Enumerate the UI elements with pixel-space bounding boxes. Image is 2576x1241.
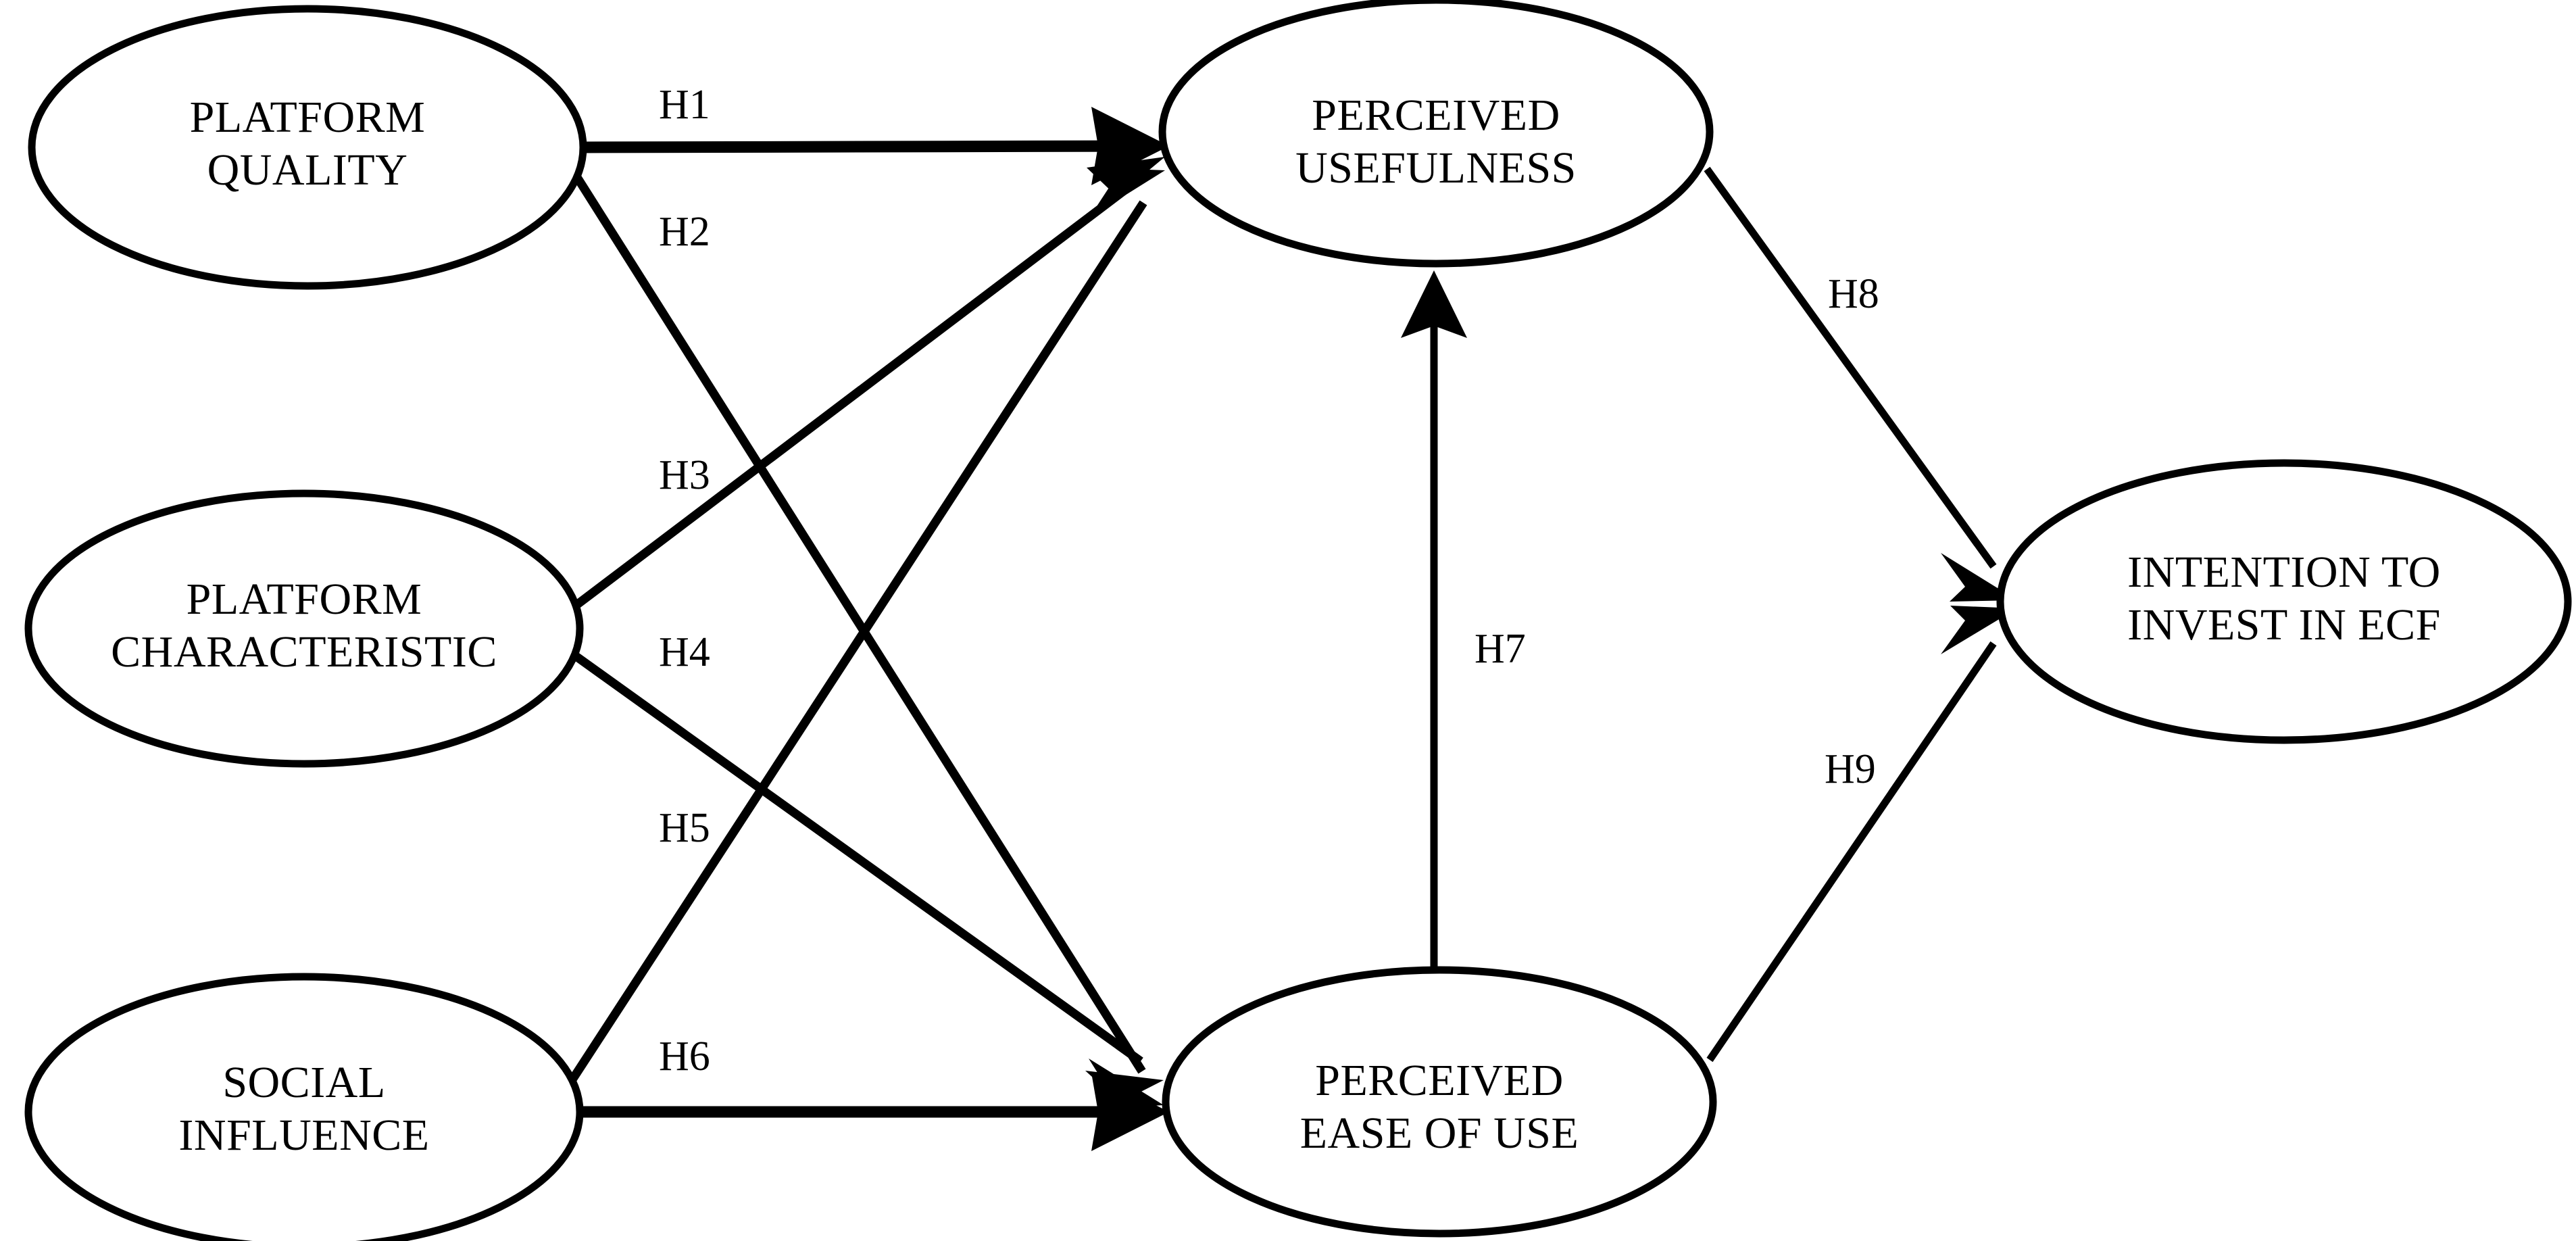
edge-h6 <box>580 1073 1169 1151</box>
platform-quality-label-line2: QUALITY <box>207 145 408 195</box>
edge-h9 <box>1706 606 2017 1063</box>
intention-to-invest-in-ecf-label-line2: INVEST IN ECF <box>2127 600 2441 650</box>
node-platform-quality[interactable]: PLATFORM QUALITY <box>28 5 587 290</box>
perceived-usefulness-label-line1: PERCEIVED <box>1312 91 1560 140</box>
platform-quality-label-line1: PLATFORM <box>190 93 426 142</box>
perceived-usefulness-label-line2: USEFULNESS <box>1295 143 1577 193</box>
edge-h5-line <box>564 200 1147 1090</box>
arrowhead-h7 <box>1401 270 1467 338</box>
social-influence-ellipse[interactable] <box>24 973 584 1241</box>
edge-h8 <box>1704 166 2017 602</box>
edge-label-h7: H7 <box>1475 626 1526 672</box>
edge-h4-line <box>565 646 1143 1065</box>
edge-label-h4: H4 <box>659 629 710 675</box>
perceived-ease-of-use-ellipse[interactable] <box>1162 966 1717 1238</box>
platform-quality-ellipse[interactable] <box>28 5 587 290</box>
arrowhead-h5 <box>1089 168 1165 218</box>
perceived-ease-of-use-label-line2: EASE OF USE <box>1300 1109 1579 1158</box>
edge-h8-line <box>1704 166 1997 569</box>
edge-label-h2: H2 <box>659 209 710 255</box>
edge-h3 <box>565 157 1165 616</box>
perceived-usefulness-ellipse[interactable] <box>1158 0 1714 268</box>
arrowhead-h9 <box>1941 606 2017 654</box>
edge-h4 <box>565 646 1164 1113</box>
intention-to-invest-in-ecf-ellipse[interactable] <box>1996 459 2572 744</box>
edge-label-h1: H1 <box>659 82 710 128</box>
edge-label-h8: H8 <box>1828 271 1879 317</box>
edge-label-h3: H3 <box>659 452 710 498</box>
edge-label-h5: H5 <box>659 805 710 851</box>
edge-h5 <box>564 168 1165 1090</box>
platform-characteristic-label-line1: PLATFORM <box>187 575 422 624</box>
edge-label-h6: H6 <box>659 1033 710 1079</box>
perceived-ease-of-use-label-line1: PERCEIVED <box>1315 1056 1564 1105</box>
node-intention-to-invest-in-ecf[interactable]: INTENTION TO INVEST IN ECF <box>1996 459 2572 744</box>
node-perceived-ease-of-use[interactable]: PERCEIVED EASE OF USE <box>1162 966 1717 1238</box>
node-social-influence[interactable]: SOCIAL INFLUENCE <box>24 973 584 1241</box>
node-platform-characteristic[interactable]: PLATFORM CHARACTERISTIC <box>24 489 584 768</box>
edge-h9-line <box>1706 641 1997 1063</box>
platform-characteristic-label-line2: CHARACTERISTIC <box>111 627 497 677</box>
edge-h2-line <box>567 165 1146 1074</box>
node-perceived-usefulness[interactable]: PERCEIVED USEFULNESS <box>1158 0 1714 268</box>
social-influence-label-line2: INFLUENCE <box>178 1111 429 1160</box>
arrowhead-h6 <box>1091 1073 1169 1151</box>
edge-label-h9: H9 <box>1825 746 1876 792</box>
edge-h7 <box>1401 270 1467 1068</box>
social-influence-label-line1: SOCIAL <box>222 1058 385 1107</box>
edge-h3-line <box>565 173 1145 616</box>
intention-to-invest-in-ecf-label-line1: INTENTION TO <box>2127 548 2441 597</box>
platform-characteristic-ellipse[interactable] <box>24 489 584 768</box>
edge-h1-line <box>580 140 1149 153</box>
